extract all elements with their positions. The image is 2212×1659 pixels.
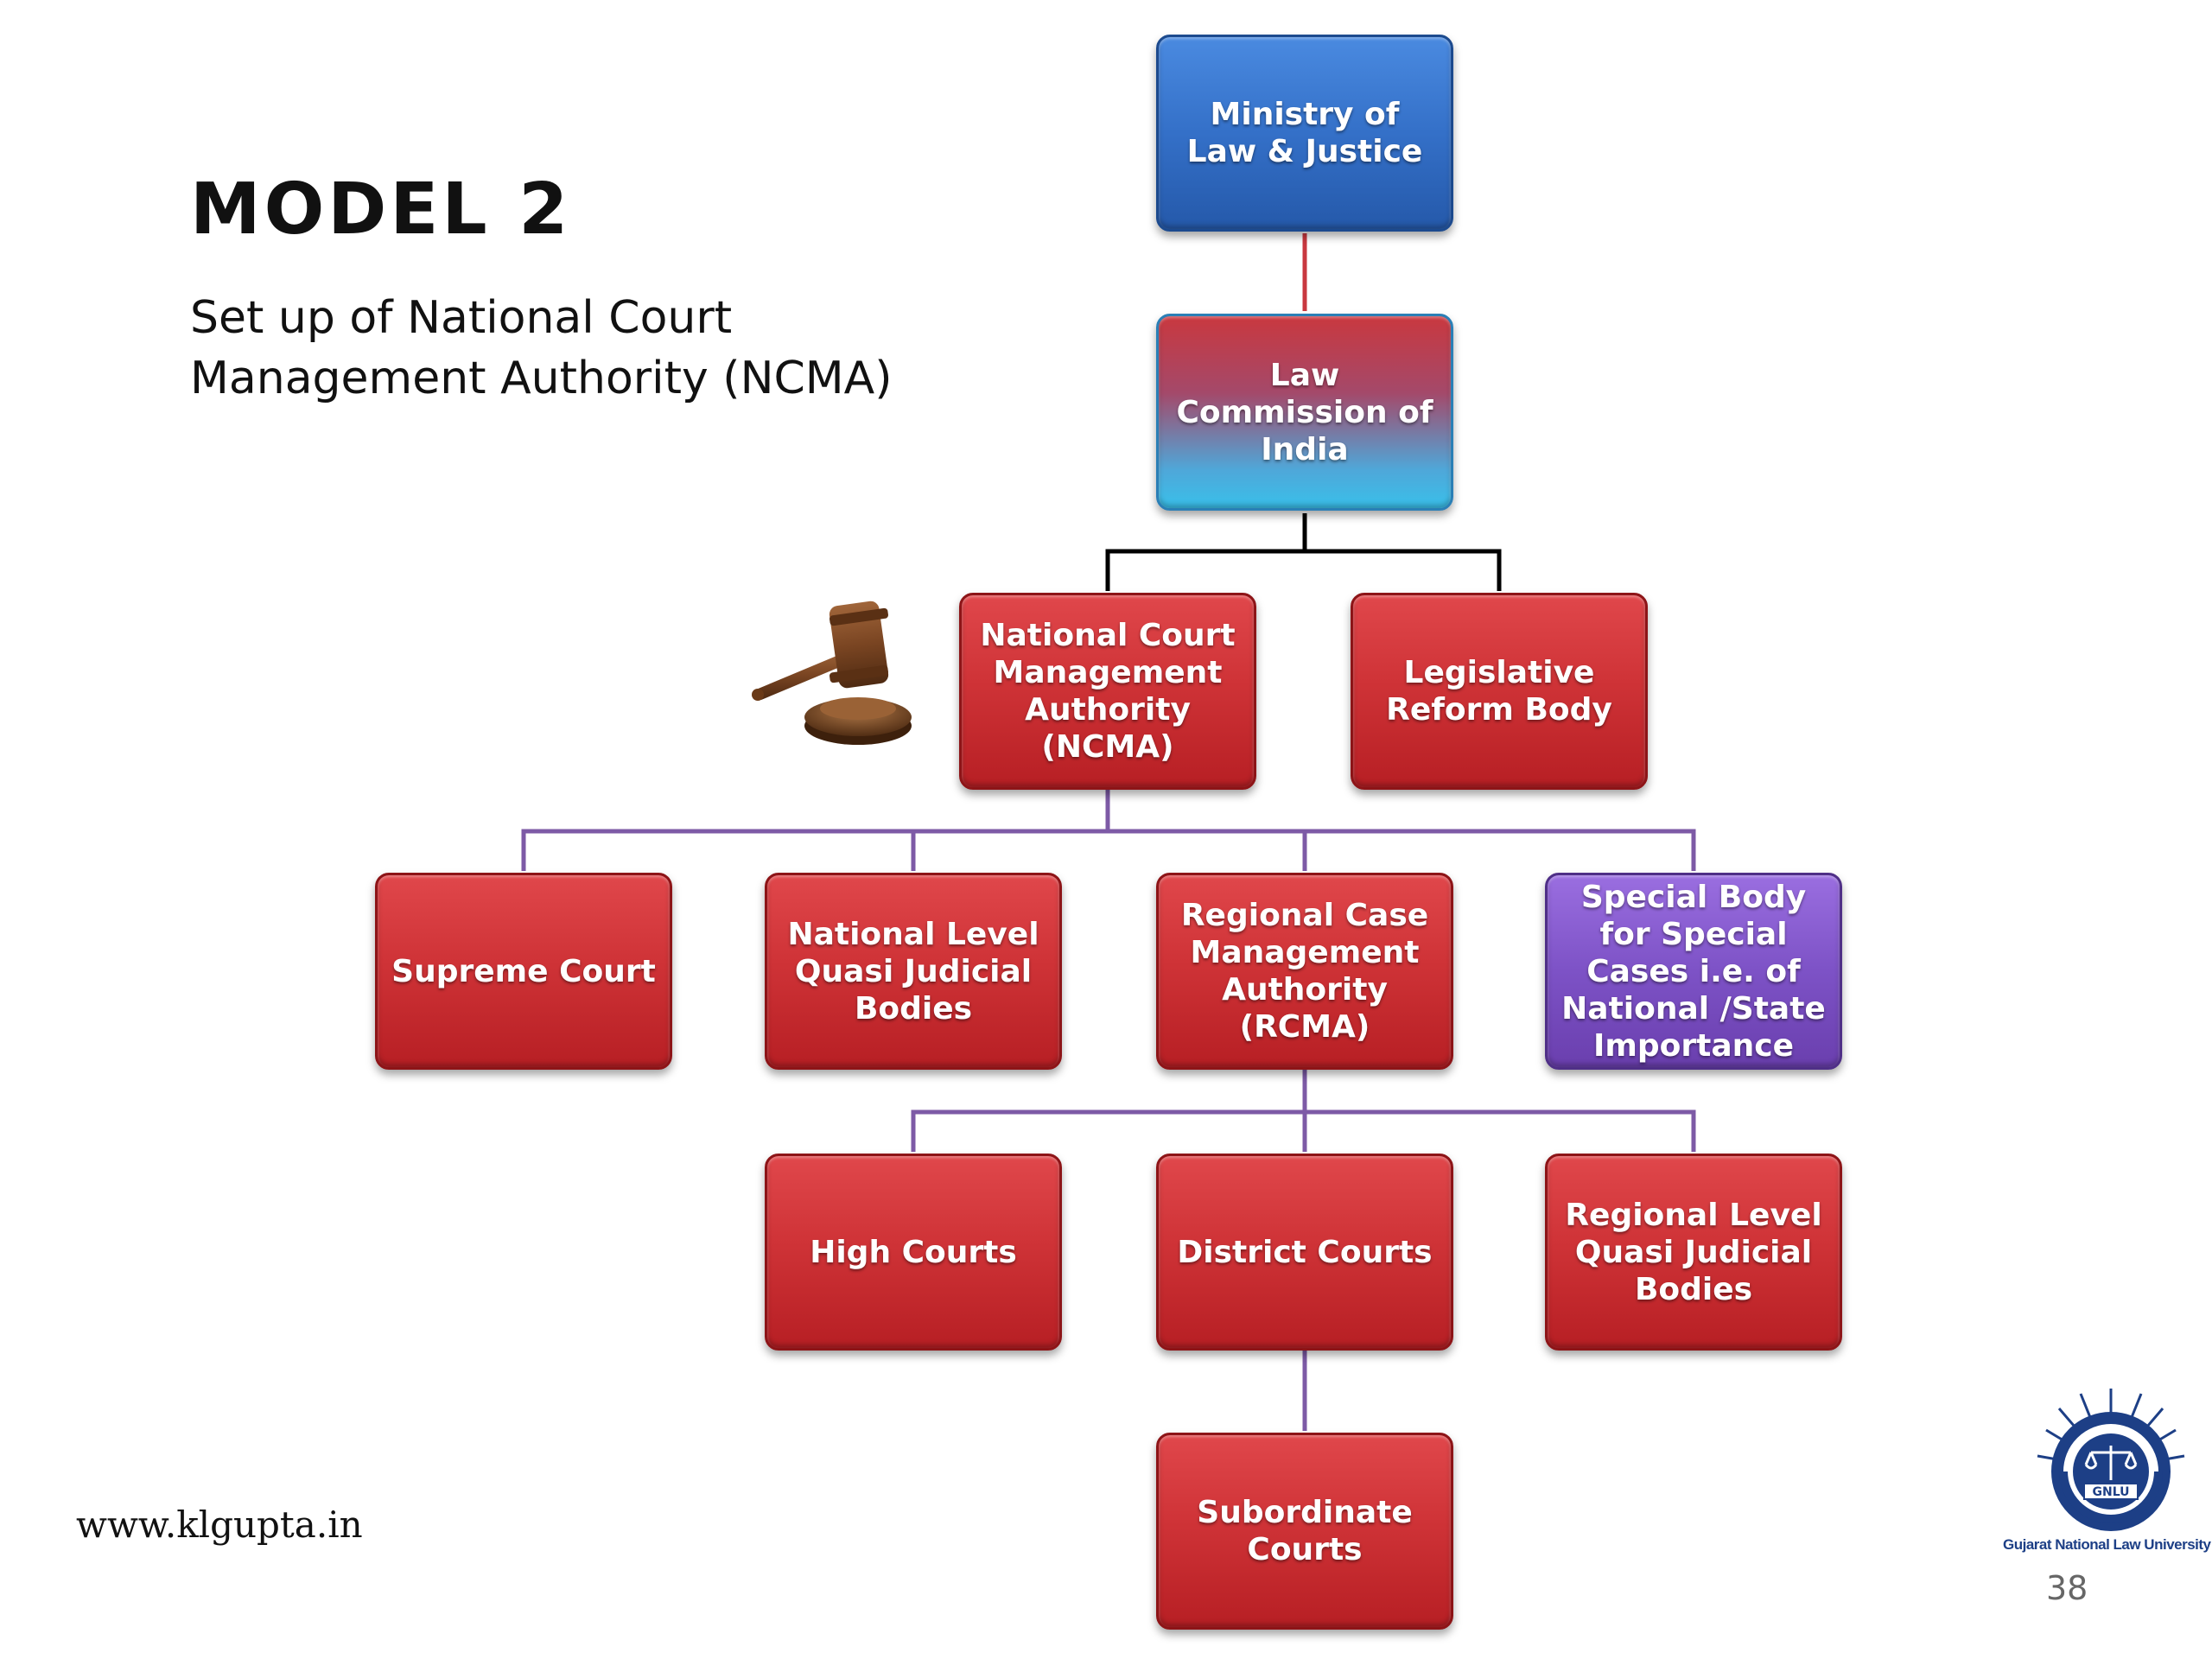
gnlu-badge-text: GNLU (2093, 1485, 2130, 1499)
connector-lawcommission-children (1105, 513, 1307, 591)
connector-ncma-bus (521, 829, 1696, 871)
box-ncma: National Court Management Authority (NCM… (959, 593, 1256, 790)
gavel-icon (752, 601, 912, 745)
slide-subtitle: Set up of National Court Management Auth… (190, 292, 893, 404)
slide-title: MODEL 2 (190, 168, 572, 251)
gnlu-caption: Gujarat National Law University (2003, 1536, 2211, 1553)
box-supreme-court: Supreme Court (375, 873, 672, 1070)
website-url: www.klgupta.in (76, 1503, 363, 1546)
box-subordinate-courts: Subordinate Courts (1156, 1433, 1453, 1630)
box-national-level-quasi-judicial-bodies: National Level Quasi Judicial Bodies (765, 873, 1062, 1070)
box-rcma: Regional Case Management Authority (RCMA… (1156, 873, 1453, 1070)
box-legislative-reform-body: Legislative Reform Body (1351, 593, 1648, 790)
connector-lawcommission-legislative (1305, 549, 1502, 591)
box-law-commission-of-india: Law Commission of India (1156, 314, 1453, 511)
box-regional-level-quasi-judicial-bodies: Regional Level Quasi Judicial Bodies (1545, 1154, 1842, 1351)
gnlu-logo-icon: GNLU (2037, 1389, 2185, 1531)
box-ministry-of-law-and-justice: Ministry of Law & Justice (1156, 35, 1453, 232)
box-special-body: Special Body for Special Cases i.e. of N… (1545, 873, 1842, 1070)
page-number: 38 (2046, 1569, 2088, 1607)
box-district-courts: District Courts (1156, 1154, 1453, 1351)
box-high-courts: High Courts (765, 1154, 1062, 1351)
